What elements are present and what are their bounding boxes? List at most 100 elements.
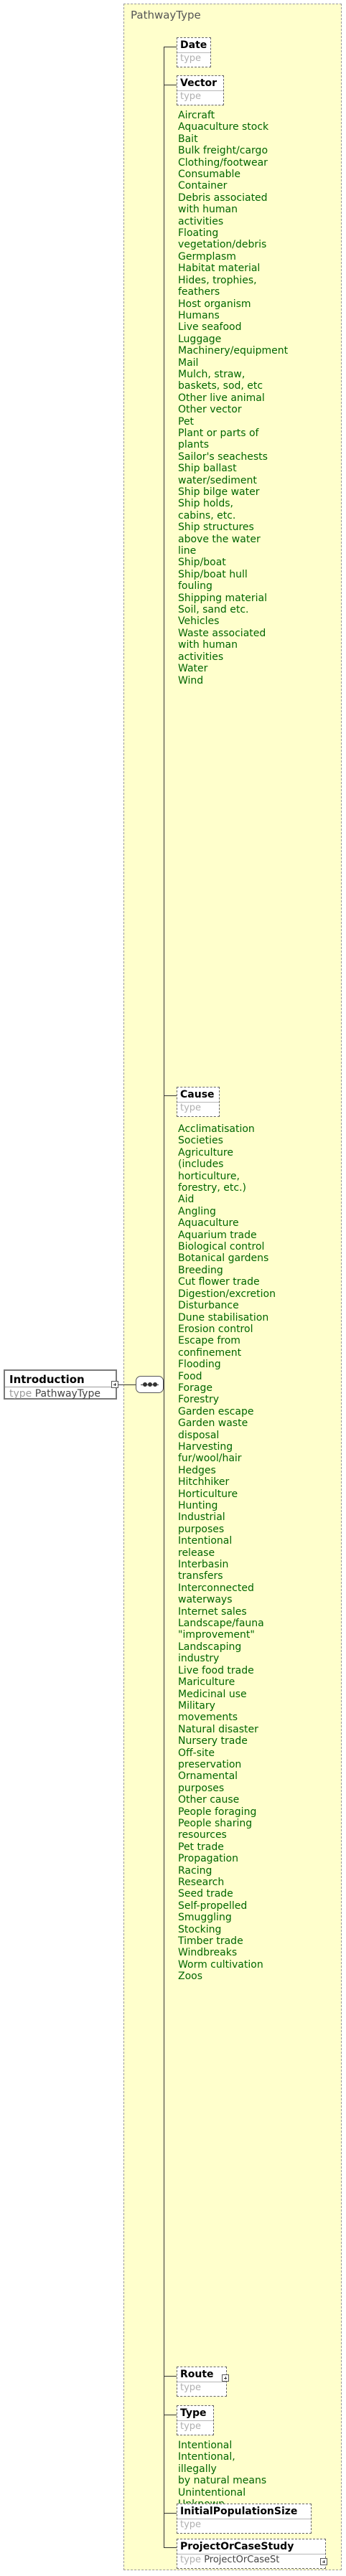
enum-value: Propagation — [178, 1853, 238, 1865]
enum-value: Other cause — [178, 1794, 240, 1806]
element-date[interactable]: Date type — [177, 37, 211, 67]
enum-value: Ship bilge water — [178, 486, 260, 498]
enum-value: Hides, trophies, feathers — [178, 274, 257, 298]
enum-value: Research — [178, 1877, 225, 1888]
enum-value: Ornamental purposes — [178, 1770, 238, 1794]
enum-value: Landscaping industry — [178, 1641, 242, 1665]
enum-value: Food — [178, 1370, 202, 1382]
enum-value: Interbasin transfers — [178, 1559, 229, 1582]
enum-value: Internet sales — [178, 1605, 247, 1618]
enum-value: Hitchhiker — [178, 1476, 230, 1488]
enum-value: Machinery/equipment — [178, 345, 289, 357]
enum-value: Stocking — [178, 1923, 222, 1935]
enum-value: Intentional release — [178, 1535, 233, 1559]
enum-value: Agriculture (includes horticulture, fore… — [178, 1146, 246, 1194]
enum-value: Garden escape — [178, 1405, 254, 1417]
enum-value: Flooding — [178, 1359, 221, 1371]
element-type: type — [180, 2382, 202, 2393]
enum-value: Smuggling — [178, 1912, 232, 1924]
enum-value: Ship holds, cabins, etc. — [178, 498, 236, 522]
enum-value: Hedges — [178, 1464, 216, 1476]
element-route[interactable]: Route type — [177, 2367, 229, 2397]
enum-value: Intentional — [178, 2440, 233, 2451]
enum-value: Water — [178, 663, 208, 675]
enum-value: Aid — [178, 1194, 195, 1206]
enum-value: Aquaculture — [178, 1217, 239, 1230]
element-type: type — [180, 2519, 202, 2530]
enum-value: Ship/boat — [178, 557, 226, 569]
enum-value: by natural means — [178, 2475, 267, 2487]
enum-value: Windbreaks — [178, 1947, 238, 1959]
enum-value: Medicinal use — [178, 1688, 247, 1700]
connector-line — [164, 2513, 177, 2514]
element-cause[interactable]: Cause type — [177, 1087, 220, 1117]
enum-value: Garden waste disposal — [178, 1417, 248, 1441]
enum-value: Ship structures above the water line — [178, 522, 261, 557]
element-vector[interactable]: Vector type — [177, 75, 224, 105]
enum-value: Mail — [178, 357, 199, 369]
connector-line — [118, 1384, 136, 1385]
element-project-or-case-study[interactable]: ProjectOrCaseStudy type ProjectOrCaseSt — [177, 2539, 327, 2569]
enum-value: Forage — [178, 1382, 212, 1394]
enum-value: Host organism — [178, 298, 251, 310]
enum-value: Live seafood — [178, 321, 242, 334]
element-type: type — [180, 1103, 202, 1113]
element-initial-population-size[interactable]: InitialPopulationSize type — [177, 2504, 312, 2534]
expand-icon[interactable] — [111, 1381, 118, 1388]
connector-line — [164, 2376, 177, 2377]
enum-value: Germplasm — [178, 250, 236, 263]
enum-value: Ship ballast water/sediment — [178, 463, 257, 486]
enum-value: Interconnected waterways — [178, 1582, 254, 1606]
expand-icon[interactable] — [222, 2374, 229, 2382]
enum-value: Vehicles — [178, 615, 220, 628]
enum-value: Shipping material — [178, 592, 267, 604]
enum-value: Mariculture — [178, 1676, 235, 1689]
enum-value: Pet — [178, 415, 195, 428]
enum-value: Forestry — [178, 1394, 220, 1406]
enum-value: Zoos — [178, 1971, 203, 1983]
enum-value: Consumable — [178, 169, 240, 181]
enum-value: Harvesting fur/wool/hair — [178, 1440, 242, 1465]
enum-value: Landscape/fauna "improvement" — [178, 1618, 264, 1641]
enum-value: Off-site preservation — [178, 1747, 242, 1770]
enum-value: Erosion control — [178, 1323, 253, 1335]
enum-value: Nursery trade — [178, 1735, 248, 1747]
enum-value: Aircraft — [178, 110, 215, 121]
enum-value: Aquaculture stock — [178, 121, 269, 133]
enum-value: People foraging — [178, 1806, 257, 1818]
enum-value: Horticulture — [178, 1488, 238, 1500]
root-element-name: Introduction — [9, 1373, 85, 1386]
enum-value: Floating vegetation/debris — [178, 227, 267, 251]
enum-value: Worm cultivation — [178, 1958, 263, 1971]
enum-value: Sailor's seachests — [178, 450, 268, 463]
element-type[interactable]: Type type — [177, 2405, 214, 2435]
enum-value: Soil, sand etc. — [178, 604, 249, 616]
sequence-compositor-icon[interactable] — [136, 1376, 164, 1393]
enum-value: Container — [178, 180, 228, 192]
enum-value: Self-propelled — [178, 1900, 248, 1912]
enum-value: Plant or parts of plants — [178, 427, 259, 451]
element-type: type ProjectOrCaseSt — [180, 2554, 280, 2565]
complex-type-panel — [123, 4, 342, 2570]
element-name: Vector — [180, 77, 218, 89]
root-element-type: type PathwayType — [9, 1388, 100, 1400]
enum-value: Escape from confinement — [178, 1335, 242, 1359]
enum-value: Acclimatisation Societies — [178, 1123, 255, 1147]
enum-value: Angling — [178, 1205, 216, 1217]
complex-type-name: PathwayType — [131, 9, 201, 22]
expand-icon[interactable] — [320, 2558, 327, 2565]
enum-value: Clothing/footwear — [178, 156, 268, 169]
enum-value: Industrial purposes — [178, 1511, 225, 1535]
enum-value: Dune stabilisation — [178, 1311, 269, 1324]
root-element-introduction[interactable]: Introduction type PathwayType — [4, 1369, 117, 1400]
enum-value: Bulk freight/cargo — [178, 145, 268, 157]
enum-value: Biological control — [178, 1241, 265, 1253]
enum-value: Bait — [178, 133, 198, 145]
enum-value: Intentional, illegally — [178, 2451, 235, 2475]
enum-value: Debris associated with human activities — [178, 192, 268, 227]
enum-value: People sharing resources — [178, 1817, 253, 1841]
enum-value: Botanical gardens — [178, 1252, 269, 1265]
